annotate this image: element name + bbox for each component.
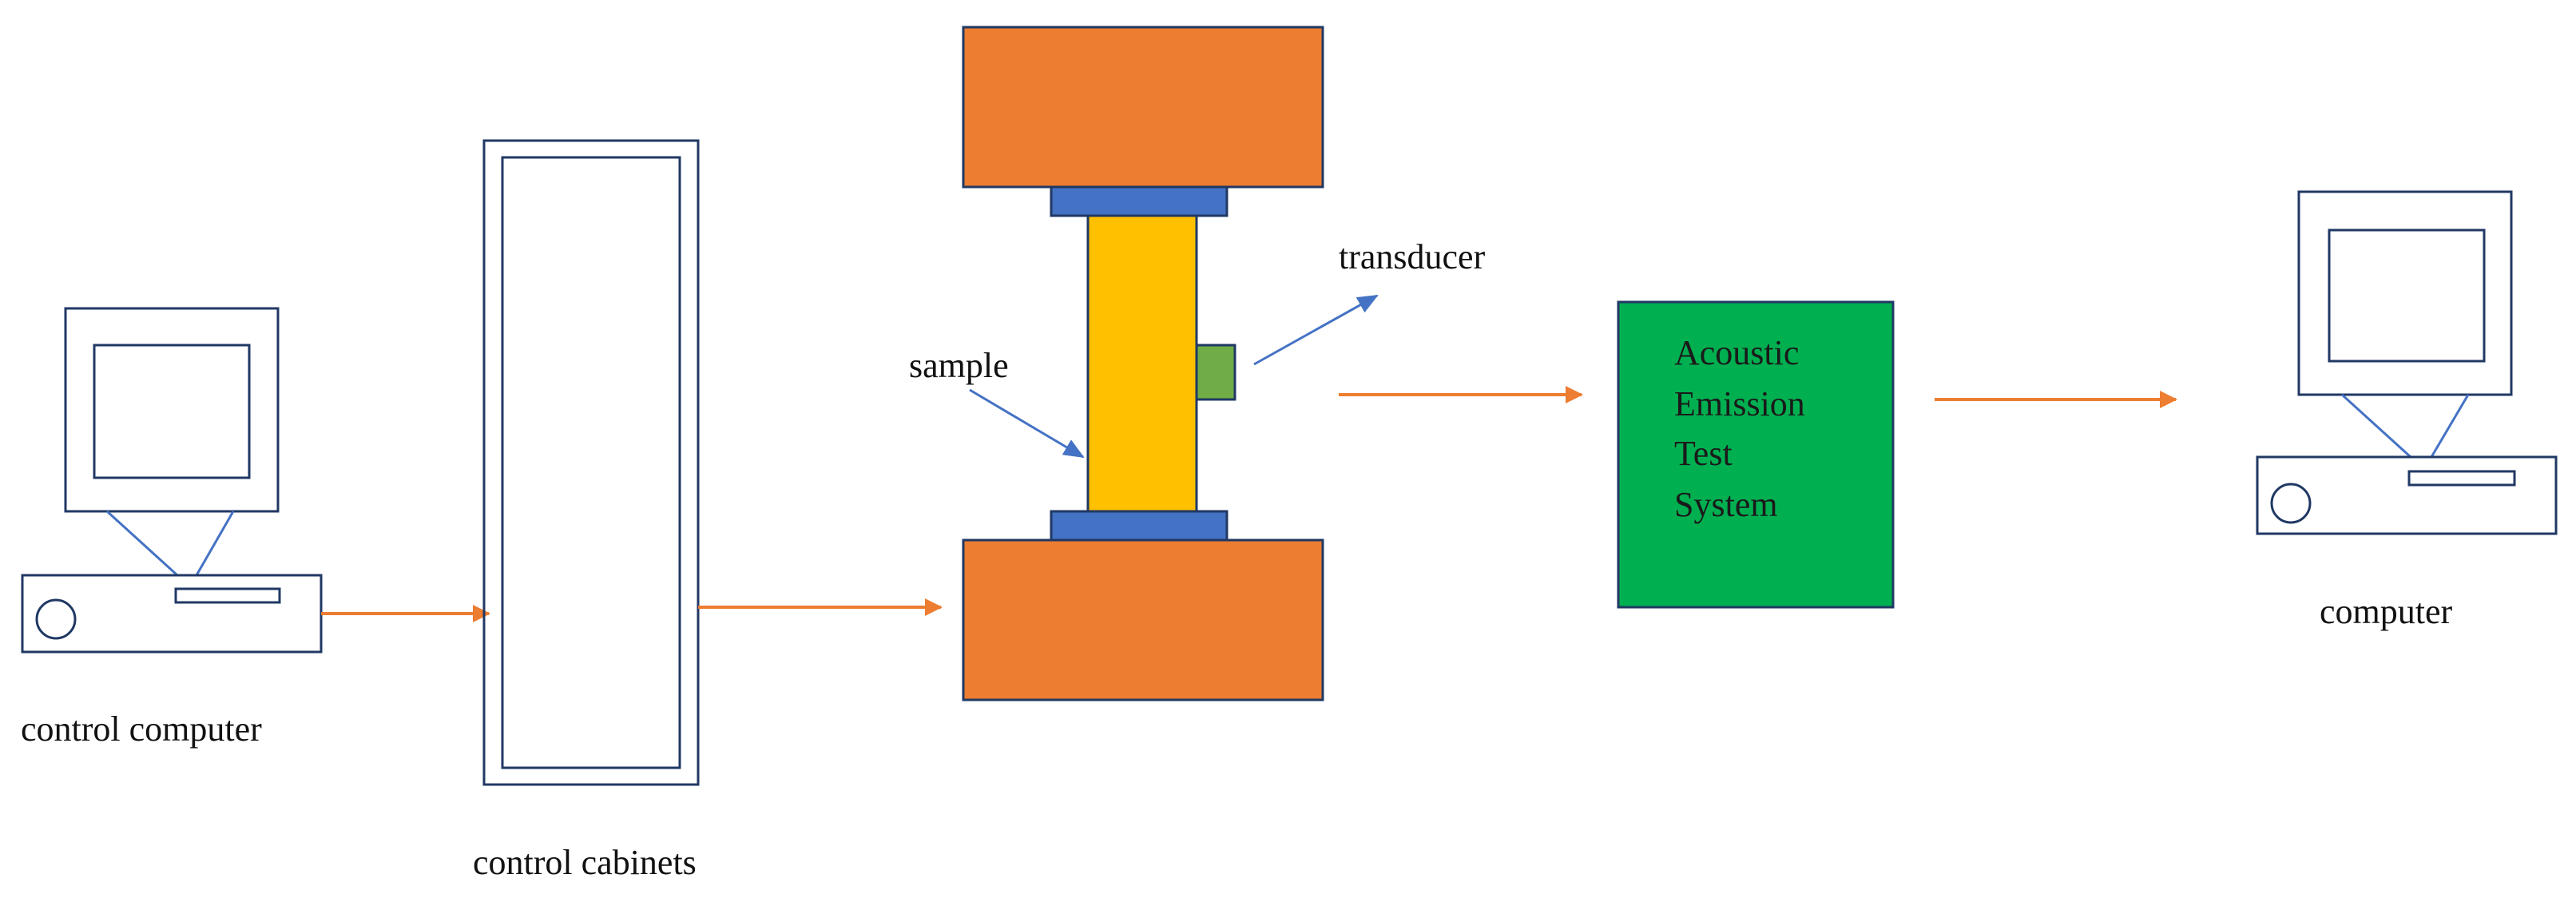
control-cabinets-label: control cabinets: [473, 843, 697, 882]
control-computer-drive-slot: [174, 587, 281, 604]
computer-monitor: [2297, 190, 2513, 396]
computer-base: [2256, 455, 2558, 535]
sample-label: sample: [909, 346, 1009, 385]
upper-press-plate: [962, 26, 1324, 189]
control-computer-monitor: [64, 307, 280, 513]
control-cabinets: [482, 139, 700, 786]
upper-spacer: [1050, 185, 1228, 217]
control-computer-power-button: [35, 598, 77, 640]
control-cabinets-inner: [501, 156, 681, 769]
computer: [2256, 190, 2558, 535]
computer-screen: [2328, 228, 2486, 363]
lower-spacer: [1050, 510, 1228, 542]
computer-power-button: [2270, 483, 2312, 524]
ae-system-line-1: Acoustic: [1674, 333, 1799, 372]
lower-press-plate: [962, 538, 1324, 701]
computer-stand-right: [2430, 394, 2470, 458]
computer-drive-slot: [2407, 470, 2516, 487]
control-computer-stand-left: [105, 510, 179, 577]
ae-system-line-3: Test: [1674, 434, 1733, 473]
ae-system-line-2: Emission: [1674, 384, 1805, 423]
control-computer-screen: [93, 344, 251, 479]
control-computer: [21, 307, 323, 654]
ae-test-system-box: [1617, 300, 1895, 609]
ae-transducer: [1195, 344, 1236, 401]
rock-sample: [1086, 214, 1198, 513]
computer-stand-left: [2340, 393, 2412, 459]
transducer-label: transducer: [1339, 237, 1486, 276]
computer-label: computer: [2320, 592, 2453, 631]
sample-pointer-arrow: [969, 388, 1085, 459]
control-computer-base: [21, 574, 323, 654]
transducer-pointer-arrow: [1253, 294, 1379, 366]
control-cabinets-outer: [482, 139, 700, 786]
control-computer-label: control computer: [21, 709, 262, 749]
ae-system-line-4: System: [1674, 485, 1778, 524]
loading-press: [962, 26, 1324, 701]
control-computer-stand-right: [195, 511, 235, 576]
